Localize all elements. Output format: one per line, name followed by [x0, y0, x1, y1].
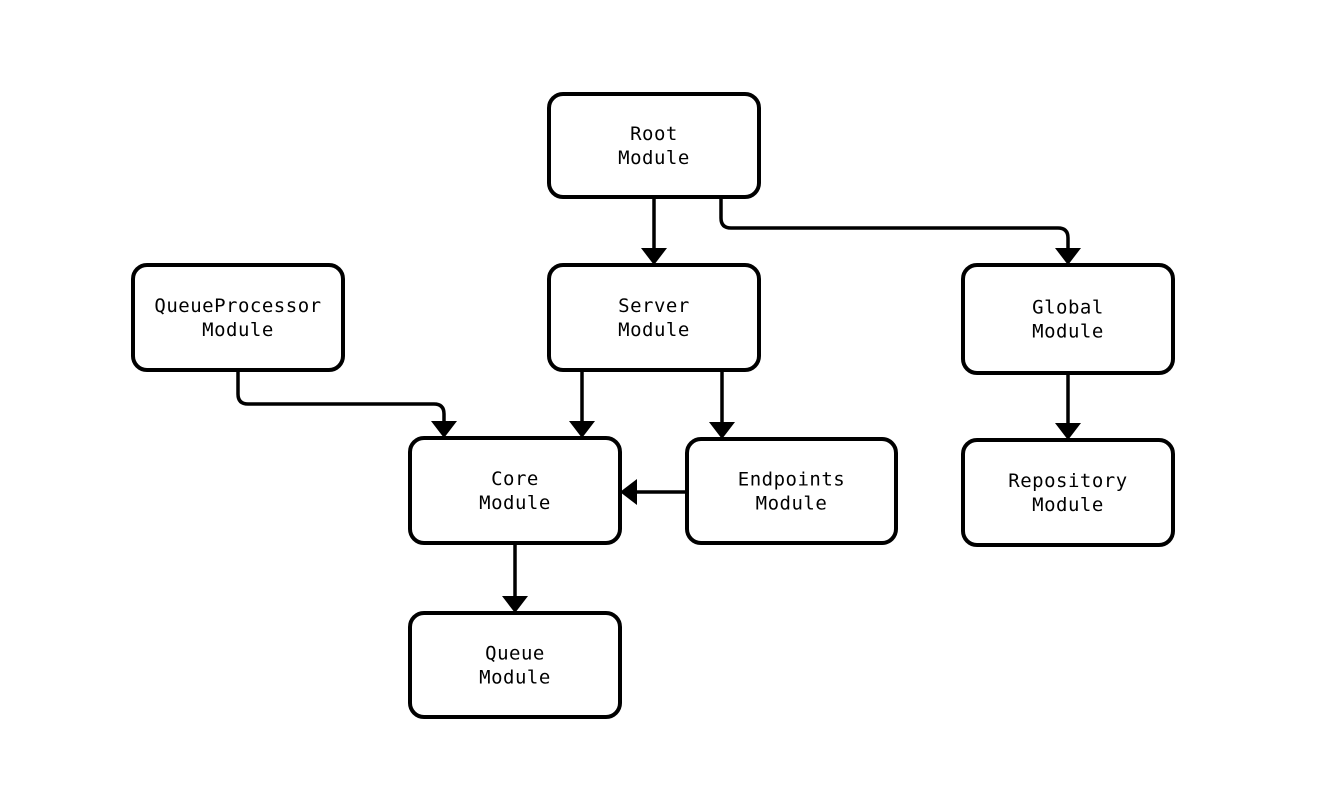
arrow-head-icon — [641, 248, 667, 265]
arrow-head-icon — [569, 421, 595, 438]
node-label-line1: Repository — [1008, 470, 1127, 492]
edge-endpoints-to-core — [620, 479, 687, 505]
edge-core-to-queue — [502, 543, 528, 613]
arrow-head-icon — [1055, 423, 1081, 440]
edge-root-to-global — [719, 197, 1081, 265]
node-label-line1: QueueProcessor — [154, 295, 321, 317]
arrow-head-icon — [431, 421, 457, 438]
edge-server-to-endpoints — [709, 370, 735, 439]
node-label-line2: Module — [618, 147, 690, 169]
edge-queueprocessor-to-core — [236, 370, 457, 438]
nodes-layer: RootModuleQueueProcessorModuleServerModu… — [131, 92, 1175, 719]
edge-line — [236, 370, 446, 425]
node-label-line1: Core — [491, 468, 539, 490]
arrow-head-icon — [502, 596, 528, 613]
arrow-head-icon — [709, 422, 735, 439]
node-label-line2: Module — [479, 492, 551, 514]
node-label-line2: Module — [1032, 321, 1104, 343]
node-label-line1: Queue — [485, 643, 545, 665]
node-box[interactable] — [408, 436, 622, 545]
edge-server-to-core — [569, 370, 595, 438]
node-box[interactable] — [961, 438, 1175, 547]
node-box[interactable] — [408, 611, 622, 719]
node-box[interactable] — [131, 263, 345, 372]
edge-root-to-server — [641, 197, 667, 265]
node-box[interactable] — [547, 263, 761, 372]
node-label-line2: Module — [202, 319, 274, 341]
node-box[interactable] — [685, 437, 898, 545]
node-box[interactable] — [961, 263, 1175, 375]
node-label-line2: Module — [1032, 494, 1104, 516]
edge-line — [719, 197, 1070, 252]
node-label-line2: Module — [618, 319, 690, 341]
node-label-line1: Root — [630, 123, 678, 145]
node-label-line1: Global — [1032, 297, 1104, 319]
edges-layer — [236, 197, 1081, 613]
node-label-line2: Module — [479, 667, 551, 689]
node-box[interactable] — [547, 92, 761, 199]
edge-global-to-repository — [1055, 373, 1081, 440]
arrow-head-icon — [620, 479, 637, 505]
node-label-line1: Server — [618, 295, 690, 317]
node-label-line2: Module — [756, 493, 828, 515]
node-label-line1: Endpoints — [738, 469, 845, 491]
arrow-head-icon — [1055, 248, 1081, 265]
